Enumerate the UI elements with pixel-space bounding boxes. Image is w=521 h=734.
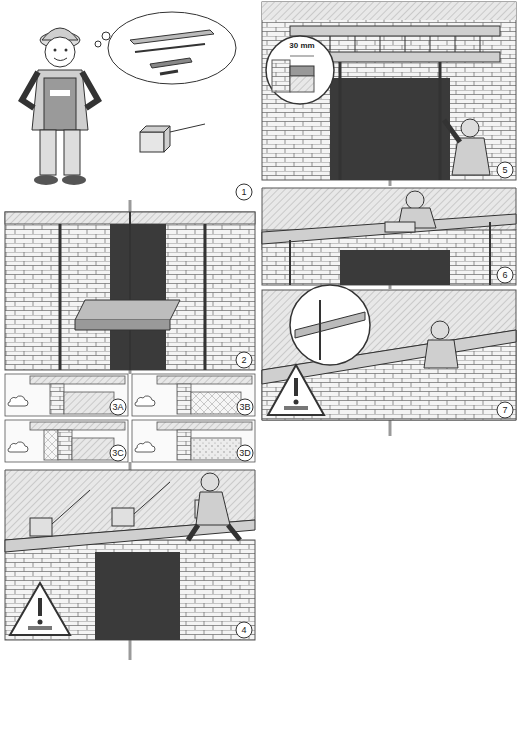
callout-number: 1 (241, 187, 246, 197)
callout-number: 7 (502, 405, 507, 415)
callout-number: 6 (502, 270, 507, 280)
callout-number: 3D (239, 448, 251, 458)
callout-number: 3A (112, 402, 123, 412)
callout-number: 2 (241, 355, 246, 365)
callout-number: 3B (239, 402, 250, 412)
dimension-label: 30 mm (288, 41, 315, 51)
callout-number: 4 (241, 625, 246, 635)
callout-number: 5 (502, 165, 507, 175)
callout-number: 3C (112, 448, 124, 458)
